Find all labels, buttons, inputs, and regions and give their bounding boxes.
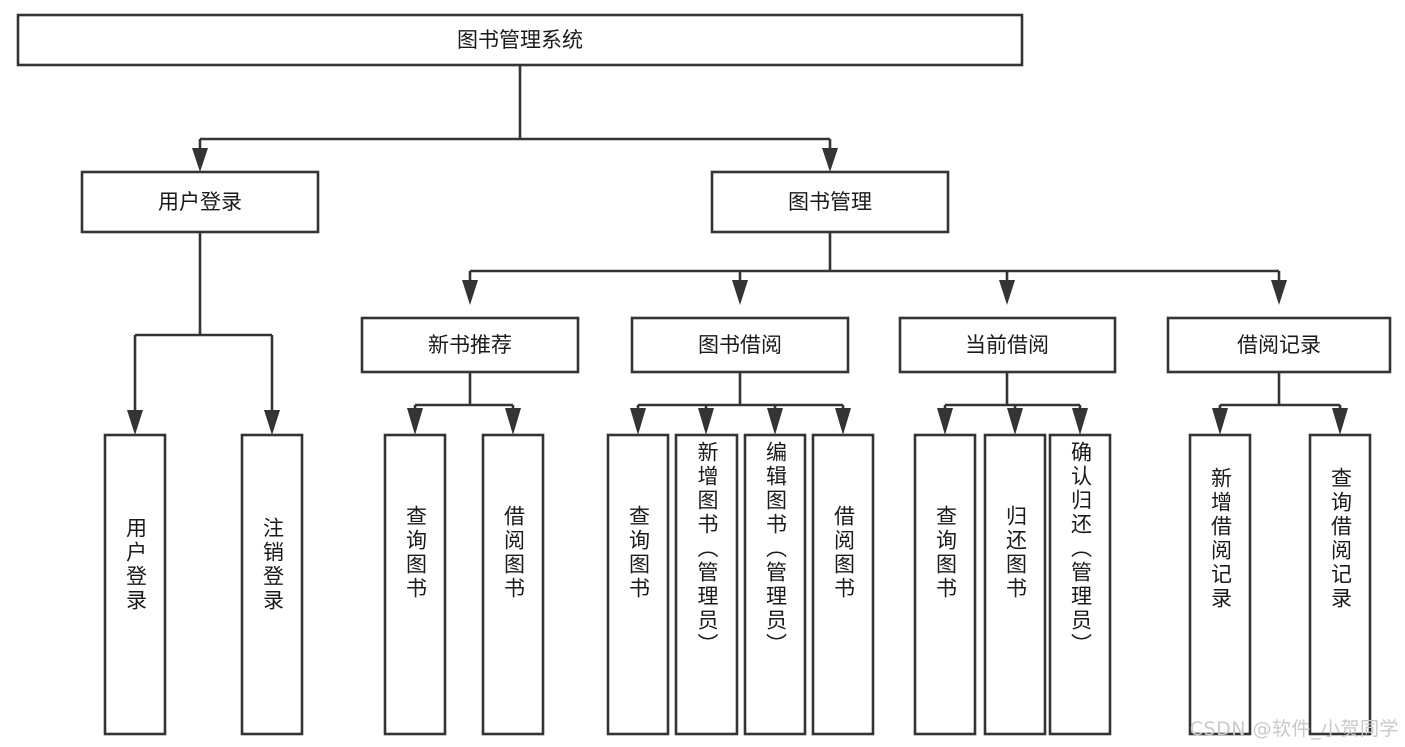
- watermark-text: CSDN @软件_小贺同学: [1189, 718, 1399, 740]
- node-borrow-record-label: 借阅记录: [1237, 333, 1321, 357]
- connector-bookborrow-to-leaves: [630, 372, 851, 435]
- leaf-box-query-book-borrow[interactable]: [606, 433, 670, 736]
- leaf-box-query-borrow-record[interactable]: [1308, 433, 1372, 736]
- node-book-borrow-label: 图书借阅: [698, 333, 782, 357]
- connector-root-to-level2: [192, 65, 838, 172]
- connector-userlogin-to-leaves: [127, 232, 280, 435]
- leaf-box-query-book-new[interactable]: [383, 433, 447, 736]
- connector-bookmgmt-to-level3: [462, 232, 1287, 305]
- node-book-management-label: 图书管理: [788, 190, 872, 214]
- leaf-box-add-borrow-record[interactable]: [1188, 433, 1252, 736]
- leaf-box-query-book-current[interactable]: [913, 433, 977, 736]
- leaf-box-user-login[interactable]: [103, 433, 167, 736]
- leaf-box-confirm-return-admin[interactable]: [1048, 433, 1112, 736]
- node-user-login[interactable]: 用户登录: [80, 170, 320, 234]
- node-current-borrow-label: 当前借阅: [965, 333, 1049, 357]
- leaf-box-add-book-admin[interactable]: [674, 433, 739, 736]
- leaf-box-borrow-book[interactable]: [811, 433, 875, 736]
- node-user-login-label: 用户登录: [158, 190, 242, 214]
- leaf-box-edit-book-admin[interactable]: [743, 433, 807, 736]
- leaf-box-return-book[interactable]: [983, 433, 1047, 736]
- connector-borrowrecord-to-leaves: [1212, 372, 1348, 435]
- node-book-management[interactable]: 图书管理: [710, 170, 950, 234]
- connector-newbook-to-leaves: [407, 372, 521, 435]
- node-root[interactable]: 图书管理系统: [16, 13, 1024, 67]
- node-root-label: 图书管理系统: [457, 28, 583, 52]
- node-current-borrow[interactable]: 当前借阅: [898, 316, 1117, 374]
- node-new-book-recommend-label: 新书推荐: [428, 333, 512, 357]
- node-book-borrow[interactable]: 图书借阅: [630, 316, 850, 374]
- node-borrow-record[interactable]: 借阅记录: [1166, 316, 1392, 374]
- leaf-box-logout[interactable]: [240, 433, 304, 736]
- node-new-book-recommend[interactable]: 新书推荐: [360, 316, 580, 374]
- leaf-box-borrow-book-new[interactable]: [481, 433, 545, 736]
- connector-currentborrow-to-leaves: [937, 372, 1088, 435]
